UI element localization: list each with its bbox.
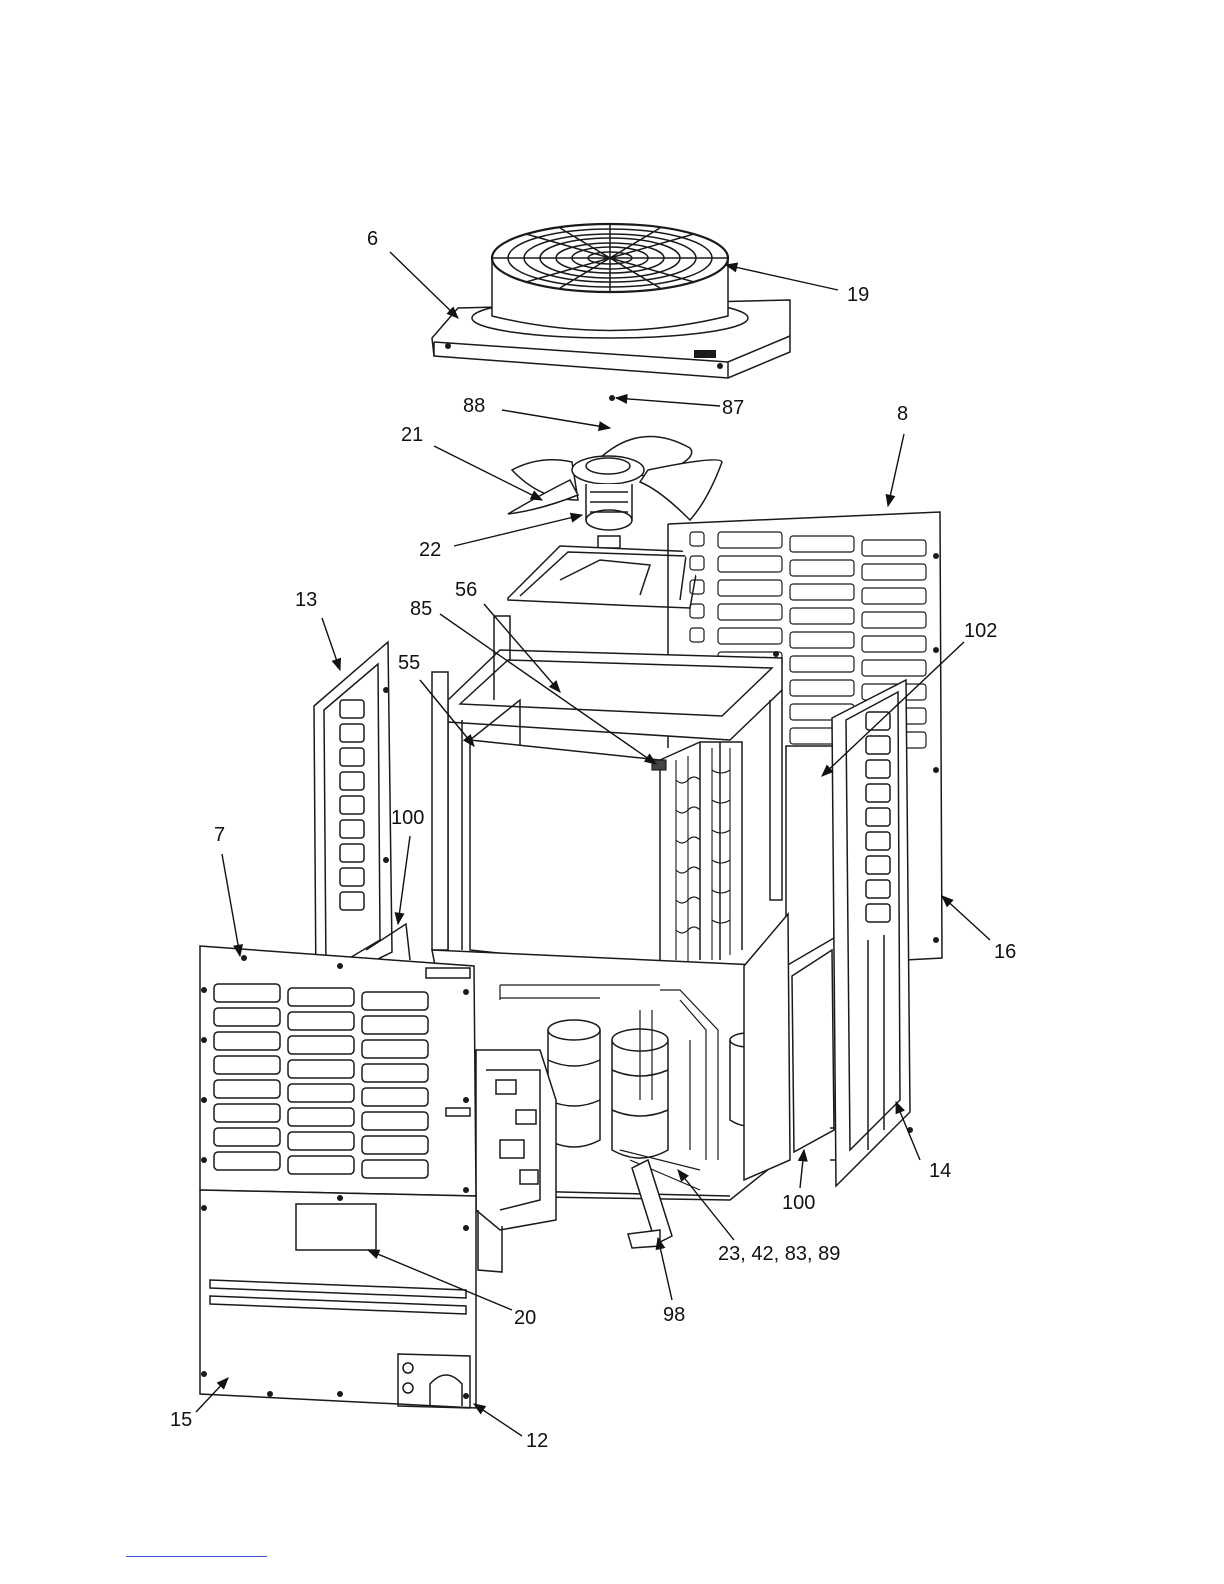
- callout-7: 7: [214, 825, 225, 845]
- callout-19: 19: [847, 285, 869, 305]
- callout-98: 98: [663, 1305, 685, 1325]
- callout-102: 102: [964, 621, 997, 641]
- callout-16: 16: [994, 942, 1016, 962]
- leader-6: [390, 252, 458, 318]
- leader-22: [454, 515, 582, 546]
- leader-87: [616, 398, 720, 406]
- callout-13: 13: [295, 590, 317, 610]
- callout-56: 56: [455, 580, 477, 600]
- callout-21: 21: [401, 425, 423, 445]
- callout-22: 22: [419, 540, 441, 560]
- callout-100-upper: 100: [391, 808, 424, 828]
- footer-rule: [126, 1556, 267, 1557]
- callout-85: 85: [410, 599, 432, 619]
- front-lower-panel: [200, 1190, 476, 1408]
- leader-88: [502, 410, 610, 428]
- leader-13: [322, 618, 340, 670]
- leader-16: [942, 896, 990, 940]
- front-upper-panel: [200, 946, 476, 1196]
- leader-12: [474, 1404, 522, 1436]
- callout-8: 8: [897, 404, 908, 424]
- fan-motor: [586, 484, 632, 548]
- leader-100b: [800, 1150, 804, 1188]
- callout-55: 55: [398, 653, 420, 673]
- leader-8: [888, 434, 904, 506]
- motor-support-bracket: [508, 546, 700, 608]
- callout-23-42-83-89: 23, 42, 83, 89: [718, 1244, 840, 1264]
- callout-20: 20: [514, 1308, 536, 1328]
- leader-100a: [398, 836, 410, 924]
- callout-6: 6: [367, 229, 378, 249]
- leader-7: [222, 854, 240, 956]
- coil-tubing: [652, 748, 730, 962]
- callout-15: 15: [170, 1410, 192, 1430]
- callout-88: 88: [463, 396, 485, 416]
- cover-label-plate: [694, 350, 716, 358]
- callout-14: 14: [929, 1161, 951, 1181]
- control-box: [476, 1050, 556, 1272]
- fan-guard-grille: [492, 224, 728, 292]
- leader-19: [726, 265, 838, 290]
- left-side-panel: [314, 642, 392, 990]
- service-plate: [792, 950, 836, 1160]
- callout-87: 87: [722, 398, 744, 418]
- heat-exchanger-frame: [448, 616, 782, 970]
- leader-98: [658, 1238, 672, 1300]
- callout-12: 12: [526, 1431, 548, 1451]
- callout-100-lower: 100: [782, 1193, 815, 1213]
